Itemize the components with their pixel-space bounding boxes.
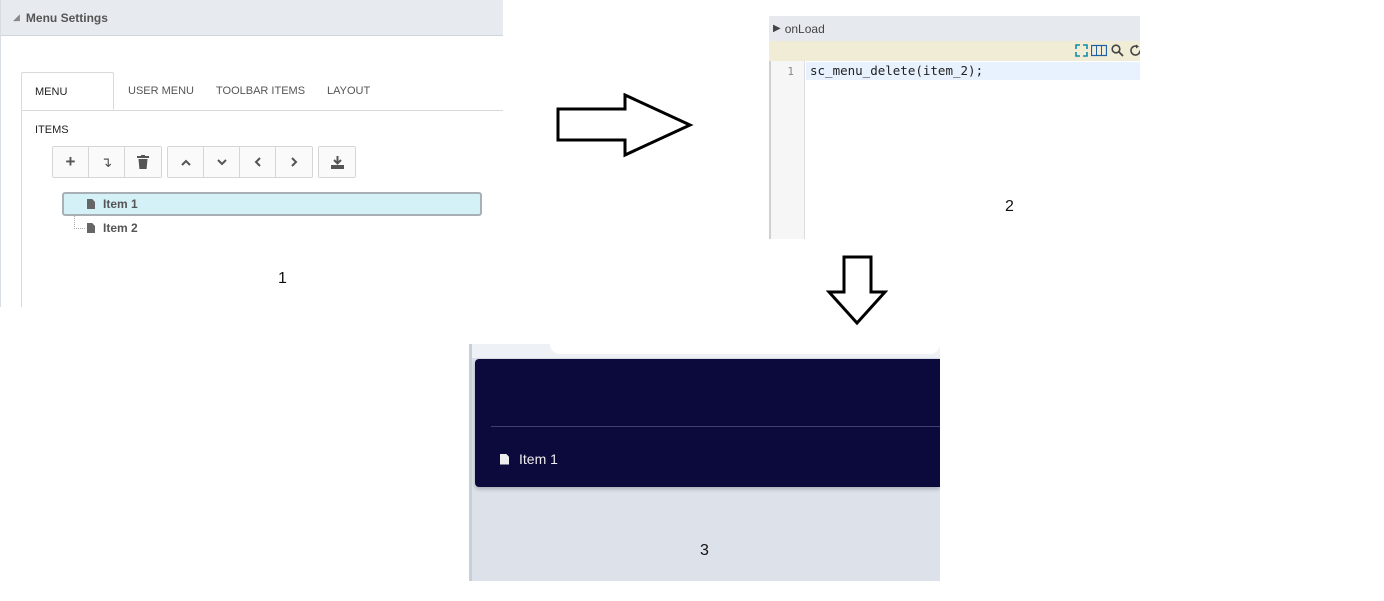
chevron-left-icon: [254, 157, 261, 167]
arrow-right-icon: [556, 93, 694, 158]
menu-item-1[interactable]: Item 1: [500, 451, 558, 467]
tab-toolbar-items[interactable]: TOOLBAR ITEMS: [216, 85, 306, 97]
trash-icon: [137, 155, 149, 169]
toolbar-group-edit: + ↴: [52, 146, 162, 178]
plus-icon: +: [65, 152, 76, 171]
step-number-2: 2: [1005, 198, 1014, 215]
menu-items-toolbar: + ↴: [52, 146, 361, 178]
editor-toolbar: [769, 41, 1140, 61]
move-up-button[interactable]: [168, 147, 204, 177]
toolbar-group-export: [318, 146, 356, 178]
download-button[interactable]: [319, 147, 355, 177]
move-left-button[interactable]: [240, 147, 276, 177]
tree-item-1[interactable]: Item 1: [62, 192, 482, 216]
browser-result-panel: Item 1 3: [469, 344, 940, 581]
tab-menu-items[interactable]: MENU ITEMS: [21, 72, 114, 136]
collapse-triangle-icon[interactable]: ◢: [13, 12, 20, 22]
tree-item-2[interactable]: Item 2: [63, 217, 138, 239]
tree-item-label: Item 2: [103, 221, 138, 235]
insert-child-icon: ↴: [100, 153, 113, 170]
tab-layout[interactable]: LAYOUT: [327, 85, 371, 97]
search-icon[interactable]: [1111, 44, 1124, 57]
menu-tabs: MENU ITEMS USER MENU TOOLBAR ITEMS LAYOU…: [21, 72, 503, 136]
move-right-button[interactable]: [276, 147, 312, 177]
code-editor-panel: ▶ onLoad 1 sc_menu_delete(item_2); 2: [750, 16, 1140, 239]
chevron-up-icon: [180, 159, 191, 166]
chevron-right-icon: [290, 157, 297, 167]
tree-item-label: Item 1: [103, 197, 138, 211]
move-down-button[interactable]: [204, 147, 240, 177]
url-field[interactable]: [550, 344, 940, 354]
browser-address-bar: [472, 344, 940, 358]
tree-connector: [74, 214, 85, 229]
step-number-3: 3: [700, 542, 709, 559]
menu-settings-panel: ◢ Menu Settings MENU ITEMS USER MENU TOO…: [0, 0, 503, 307]
file-icon: [87, 199, 95, 209]
chevron-down-icon: [216, 158, 227, 165]
columns-icon[interactable]: [1091, 44, 1107, 57]
line-number: 1: [787, 65, 794, 78]
toolbar-group-move: [167, 146, 313, 178]
file-icon: [87, 223, 95, 233]
event-name: onLoad: [784, 21, 825, 36]
tab-body-border: [21, 110, 22, 307]
add-item-button[interactable]: +: [53, 147, 89, 177]
fullscreen-icon[interactable]: [1075, 44, 1088, 57]
menu-settings-title: Menu Settings: [25, 10, 108, 25]
menu-item-label: Item 1: [519, 451, 558, 467]
event-header[interactable]: ▶ onLoad: [769, 16, 1140, 41]
file-icon: [500, 453, 509, 465]
code-line[interactable]: sc_menu_delete(item_2);: [806, 62, 1140, 80]
delete-item-button[interactable]: [125, 147, 161, 177]
line-number-gutter: 1: [769, 61, 805, 239]
refresh-icon[interactable]: [1129, 44, 1140, 57]
arrow-down-icon: [826, 255, 888, 326]
menu-settings-header[interactable]: ◢ Menu Settings: [1, 0, 503, 36]
add-subitem-button[interactable]: ↴: [89, 147, 125, 177]
download-icon: [330, 155, 344, 169]
rendered-menu: Item 1: [475, 359, 940, 487]
tab-user-menu[interactable]: USER MENU: [128, 85, 195, 97]
expand-triangle-icon[interactable]: ▶: [773, 23, 781, 34]
step-number-1: 1: [278, 270, 287, 287]
menu-separator: [491, 426, 940, 427]
